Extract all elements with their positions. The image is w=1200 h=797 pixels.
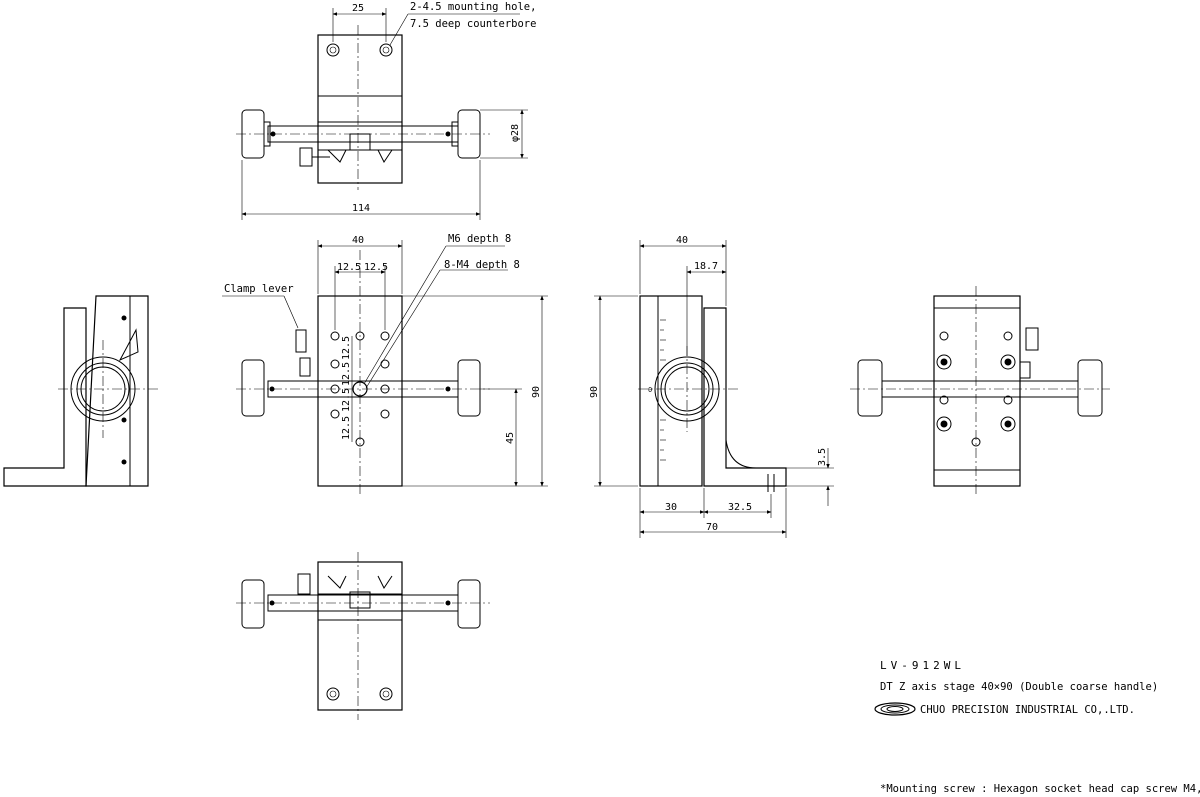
m6-depth-note: M6 depth 8 <box>448 233 511 245</box>
bracket-outline <box>3 307 87 487</box>
rear-clamp-lever <box>1025 327 1039 351</box>
m4-depth-note: 8-M4 depth 8 <box>444 259 520 271</box>
product-description: DT Z axis stage 40×90 (Double coarse han… <box>880 681 1158 693</box>
clamp-lever-label: Clamp lever <box>224 283 294 295</box>
title-block: LV-912WL DT Z axis stage 40×90 (Double c… <box>874 659 1158 716</box>
dim-thickness: 3.5 <box>817 448 828 466</box>
dim-front-center: 45 <box>505 432 516 444</box>
dim-base-total: 70 <box>706 522 718 533</box>
clamp-lever <box>299 147 313 167</box>
model-number: LV-912WL <box>880 659 965 672</box>
dim-vertical-3: 12.5 <box>341 388 352 412</box>
m4-hole <box>330 409 340 419</box>
counterbore-hole <box>326 43 340 57</box>
front-view: Clamp lever 40 12.5 12.5 12.5 12.5 12.5 … <box>222 233 548 496</box>
front-handle-right <box>457 359 481 417</box>
dim-front-height: 90 <box>531 386 542 398</box>
mounting-hole-note-2: 7.5 deep counterbore <box>410 18 536 30</box>
dim-vertical-2: 12.5 <box>341 362 352 386</box>
m4-hole <box>330 359 340 369</box>
m4-hole <box>380 359 390 369</box>
company-logo <box>874 702 916 716</box>
vertical-scale: 0 <box>648 319 666 461</box>
dim-top-25: 25 <box>352 3 364 14</box>
top-view-body <box>317 34 403 184</box>
rear-handle-left <box>857 359 883 417</box>
rear-view <box>850 286 1110 496</box>
dim-base-b: 32.5 <box>728 502 752 513</box>
rear-view-body <box>933 295 1021 487</box>
scale-zero-label: 0 <box>648 386 652 394</box>
company-name: CHUO PRECISION INDUSTRIAL CO,.LTD. <box>920 704 1135 716</box>
dim-vertical-1: 12.5 <box>341 336 352 360</box>
top-view: 25 2-4.5 mounting hole, 7.5 deep counter… <box>236 1 536 220</box>
dim-pitch-a: 12.5 <box>337 262 361 273</box>
bottom-view-body <box>317 561 403 711</box>
dim-side-offset: 18.7 <box>694 261 718 272</box>
dim-front-width: 40 <box>352 235 364 246</box>
dim-vertical-4: 12.5 <box>341 416 352 440</box>
mounting-hole-note-1: 2-4.5 mounting hole, <box>410 1 536 13</box>
m4-hole <box>380 331 390 341</box>
mounting-screw-note: *Mounting screw : Hexagon socket head ca… <box>880 783 1200 795</box>
dim-base-a: 30 <box>665 502 677 513</box>
front-handle-left <box>241 359 265 417</box>
bottom-view <box>236 552 490 720</box>
counterbore-hole <box>379 43 393 57</box>
dim-side-height: 90 <box>589 386 600 398</box>
bracket-l-profile <box>703 307 787 487</box>
slide-body <box>639 295 703 487</box>
right-side-view: 0 40 18.7 90 30 32.5 70 <box>589 235 834 538</box>
dim-side-width: 40 <box>676 235 688 246</box>
dim-pitch-b: 12.5 <box>364 262 388 273</box>
m4-hole <box>380 409 390 419</box>
bottom-handle-left <box>241 579 265 629</box>
clamp-lever-front <box>295 329 307 353</box>
bottom-clamp-lever <box>297 573 311 595</box>
m4-hole <box>330 331 340 341</box>
rear-handle-right <box>1077 359 1103 417</box>
bottom-handle-right <box>457 579 481 629</box>
dim-overall-114: 114 <box>352 203 370 214</box>
dim-knob-diameter: φ28 <box>510 124 521 142</box>
left-side-view <box>3 295 160 487</box>
